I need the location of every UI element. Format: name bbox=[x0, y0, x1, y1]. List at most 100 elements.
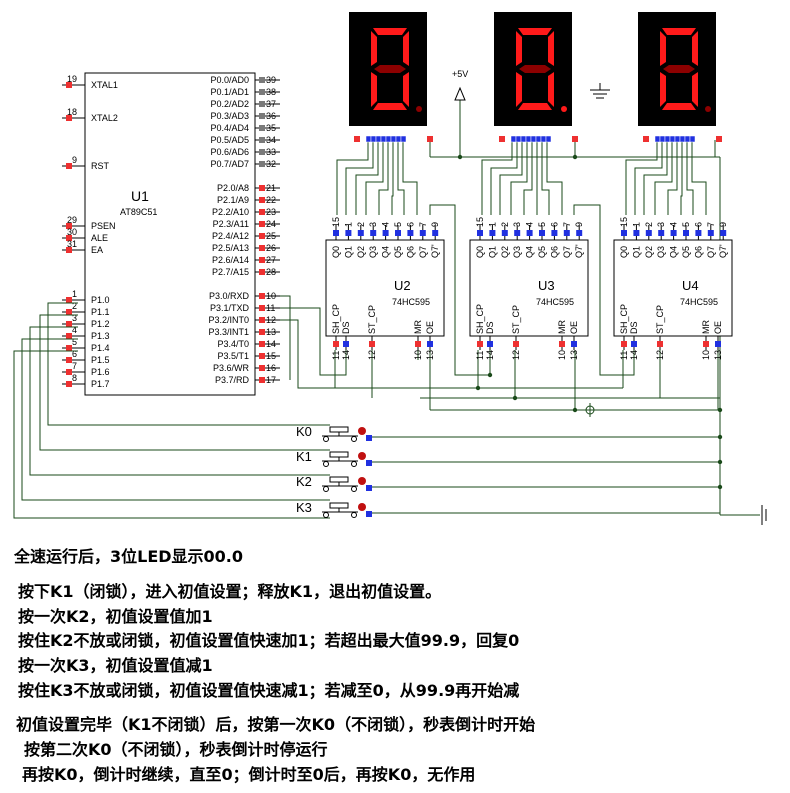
segment-e bbox=[516, 72, 522, 107]
seven-segment-display bbox=[349, 12, 433, 143]
pin-text: P0.2/AD2 bbox=[210, 99, 249, 109]
chip-pin-name: MR bbox=[413, 320, 423, 334]
chip-pin-name: Q7 bbox=[562, 246, 572, 258]
pin-text: P0.7/AD7 bbox=[210, 159, 249, 169]
chip-pin-number: 9 bbox=[430, 222, 440, 227]
note-line: 按下K1（闭锁），进入初值设置；释放K1，退出初值设置。 bbox=[18, 582, 442, 601]
note-line: 初值设置完毕（K1不闭锁）后，按第一次K0（不闭锁），秒表倒计时开始 bbox=[16, 715, 536, 734]
pin-marker bbox=[259, 329, 265, 335]
pin-text: 31 bbox=[67, 239, 77, 249]
segment-c bbox=[692, 72, 698, 107]
pin-marker bbox=[259, 317, 265, 323]
pin-text: P3.3/INT1 bbox=[208, 327, 249, 337]
pin-text: P2.7/A15 bbox=[212, 267, 249, 277]
pin-text: 29 bbox=[67, 215, 77, 225]
pin-text: P1.1 bbox=[91, 307, 110, 317]
pin-text: P3.2/INT0 bbox=[208, 315, 249, 325]
pin-text: P0.5/AD5 bbox=[210, 135, 249, 145]
shift-register-group: U274HC59515Q01Q12Q23Q34Q45Q56Q67Q79Q7'SH… bbox=[325, 217, 733, 360]
pin-marker bbox=[259, 197, 265, 203]
chip-pin-number: 14 bbox=[629, 350, 639, 360]
chip-ref: U4 bbox=[682, 278, 699, 293]
chip-pin-number: 3 bbox=[512, 222, 522, 227]
pin-text: P1.3 bbox=[91, 331, 110, 341]
pin-text: 23 bbox=[266, 207, 276, 217]
switch-knob-icon bbox=[358, 452, 366, 460]
chip-pin-name: DS bbox=[629, 321, 639, 334]
pin-text: 18 bbox=[67, 107, 77, 117]
pin-text: P2.6/A14 bbox=[212, 255, 249, 265]
pin-text: P0.0/AD0 bbox=[210, 75, 249, 85]
decimal-point bbox=[416, 106, 422, 112]
chip-pin-number: 15 bbox=[475, 217, 485, 227]
ground-symbol-right bbox=[761, 505, 767, 525]
chip-pin-number: 6 bbox=[693, 222, 703, 227]
chip-pin-name: Q3 bbox=[656, 246, 666, 258]
shift-register-u2[interactable]: U274HC59515Q01Q12Q23Q34Q45Q56Q67Q79Q7'SH… bbox=[325, 217, 445, 360]
chip-pin-name: DS bbox=[341, 321, 351, 334]
chip-pin-number: 2 bbox=[356, 222, 366, 227]
shift-register-u3[interactable]: U374HC59515Q01Q12Q23Q34Q45Q56Q67Q79Q7'SH… bbox=[469, 217, 589, 360]
chip-pin-name: Q1 bbox=[343, 246, 353, 258]
chip-pin-number: 7 bbox=[418, 222, 428, 227]
pin-text: P2.5/A13 bbox=[212, 243, 249, 253]
pin-marker bbox=[259, 377, 265, 383]
mcu-u1[interactable]: U1 AT89C51 19XTAL118XTAL29RST29PSEN30ALE… bbox=[62, 72, 280, 396]
pin-text: 4 bbox=[72, 325, 77, 335]
chip-pin-name: Q6 bbox=[405, 246, 415, 258]
switch-k1[interactable]: K1 bbox=[296, 449, 372, 467]
segment-g bbox=[663, 65, 695, 73]
chip-pin-name: Q4 bbox=[525, 246, 535, 258]
pin-text: P0.6/AD6 bbox=[210, 147, 249, 157]
chip-pin-number: 6 bbox=[549, 222, 559, 227]
chip-pin-number: 2 bbox=[500, 222, 510, 227]
pin-text: 16 bbox=[266, 363, 276, 373]
switch-knob-icon bbox=[358, 427, 366, 435]
segment-f bbox=[371, 31, 377, 66]
segment-b bbox=[403, 31, 409, 66]
junction-dots bbox=[457, 154, 723, 490]
switch-k3[interactable]: K3 bbox=[296, 500, 372, 518]
pin-text: 24 bbox=[266, 219, 276, 229]
pin-text: 38 bbox=[266, 87, 276, 97]
note-line: 按第二次K0（不闭锁），秒表倒计时停运行 bbox=[24, 740, 328, 759]
segment-a bbox=[373, 28, 407, 35]
pin-marker bbox=[259, 365, 265, 371]
switch-k2[interactable]: K2 bbox=[296, 474, 372, 492]
chip-pin-name: OE bbox=[425, 321, 435, 334]
pin-text: 30 bbox=[67, 227, 77, 237]
switch-label: K1 bbox=[296, 449, 312, 464]
pin-text: 9 bbox=[72, 155, 77, 165]
chip-pin-number: 14 bbox=[485, 350, 495, 360]
switch-label: K3 bbox=[296, 500, 312, 515]
pin-text: 19 bbox=[67, 74, 77, 84]
chip-pin-number: 15 bbox=[619, 217, 629, 227]
pin-marker bbox=[259, 77, 265, 83]
chip-pin-number: 11 bbox=[475, 351, 485, 360]
pin-marker bbox=[66, 115, 72, 121]
power-label: +5V bbox=[452, 69, 468, 79]
note-line: 按一次K2，初值设置值加1 bbox=[18, 607, 213, 626]
chip-pin-name: Q0 bbox=[475, 246, 485, 258]
seven-segment-display bbox=[638, 12, 722, 143]
segment-f bbox=[660, 31, 666, 66]
chip-pin-number: 12 bbox=[655, 350, 665, 360]
switch-k0[interactable]: K0 bbox=[296, 424, 372, 442]
chip-pin-name: Q5 bbox=[537, 246, 547, 258]
pin-text: P1.4 bbox=[91, 343, 110, 353]
chip-pin-name: Q0 bbox=[331, 246, 341, 258]
shift-register-u4[interactable]: U474HC59515Q01Q12Q23Q34Q45Q56Q67Q79Q7'SH… bbox=[613, 217, 733, 360]
pin-text: P2.1/A9 bbox=[217, 195, 249, 205]
chip-pin-number: 11 bbox=[331, 351, 341, 360]
chip-pin-number: 4 bbox=[525, 222, 535, 227]
segment-a bbox=[662, 28, 696, 35]
chip-pin-number: 4 bbox=[669, 222, 679, 227]
pin-marker bbox=[259, 161, 265, 167]
pin-text: P0.4/AD4 bbox=[210, 123, 249, 133]
pin-text: P3.4/T0 bbox=[217, 339, 249, 349]
note-line: 再按K0，倒计时继续，直至0；倒计时至0后，再按K0，无作用 bbox=[22, 765, 476, 784]
pin-marker bbox=[66, 369, 72, 375]
chip-pin-name: OE bbox=[569, 321, 579, 334]
chip-pin-number: 1 bbox=[343, 222, 353, 227]
